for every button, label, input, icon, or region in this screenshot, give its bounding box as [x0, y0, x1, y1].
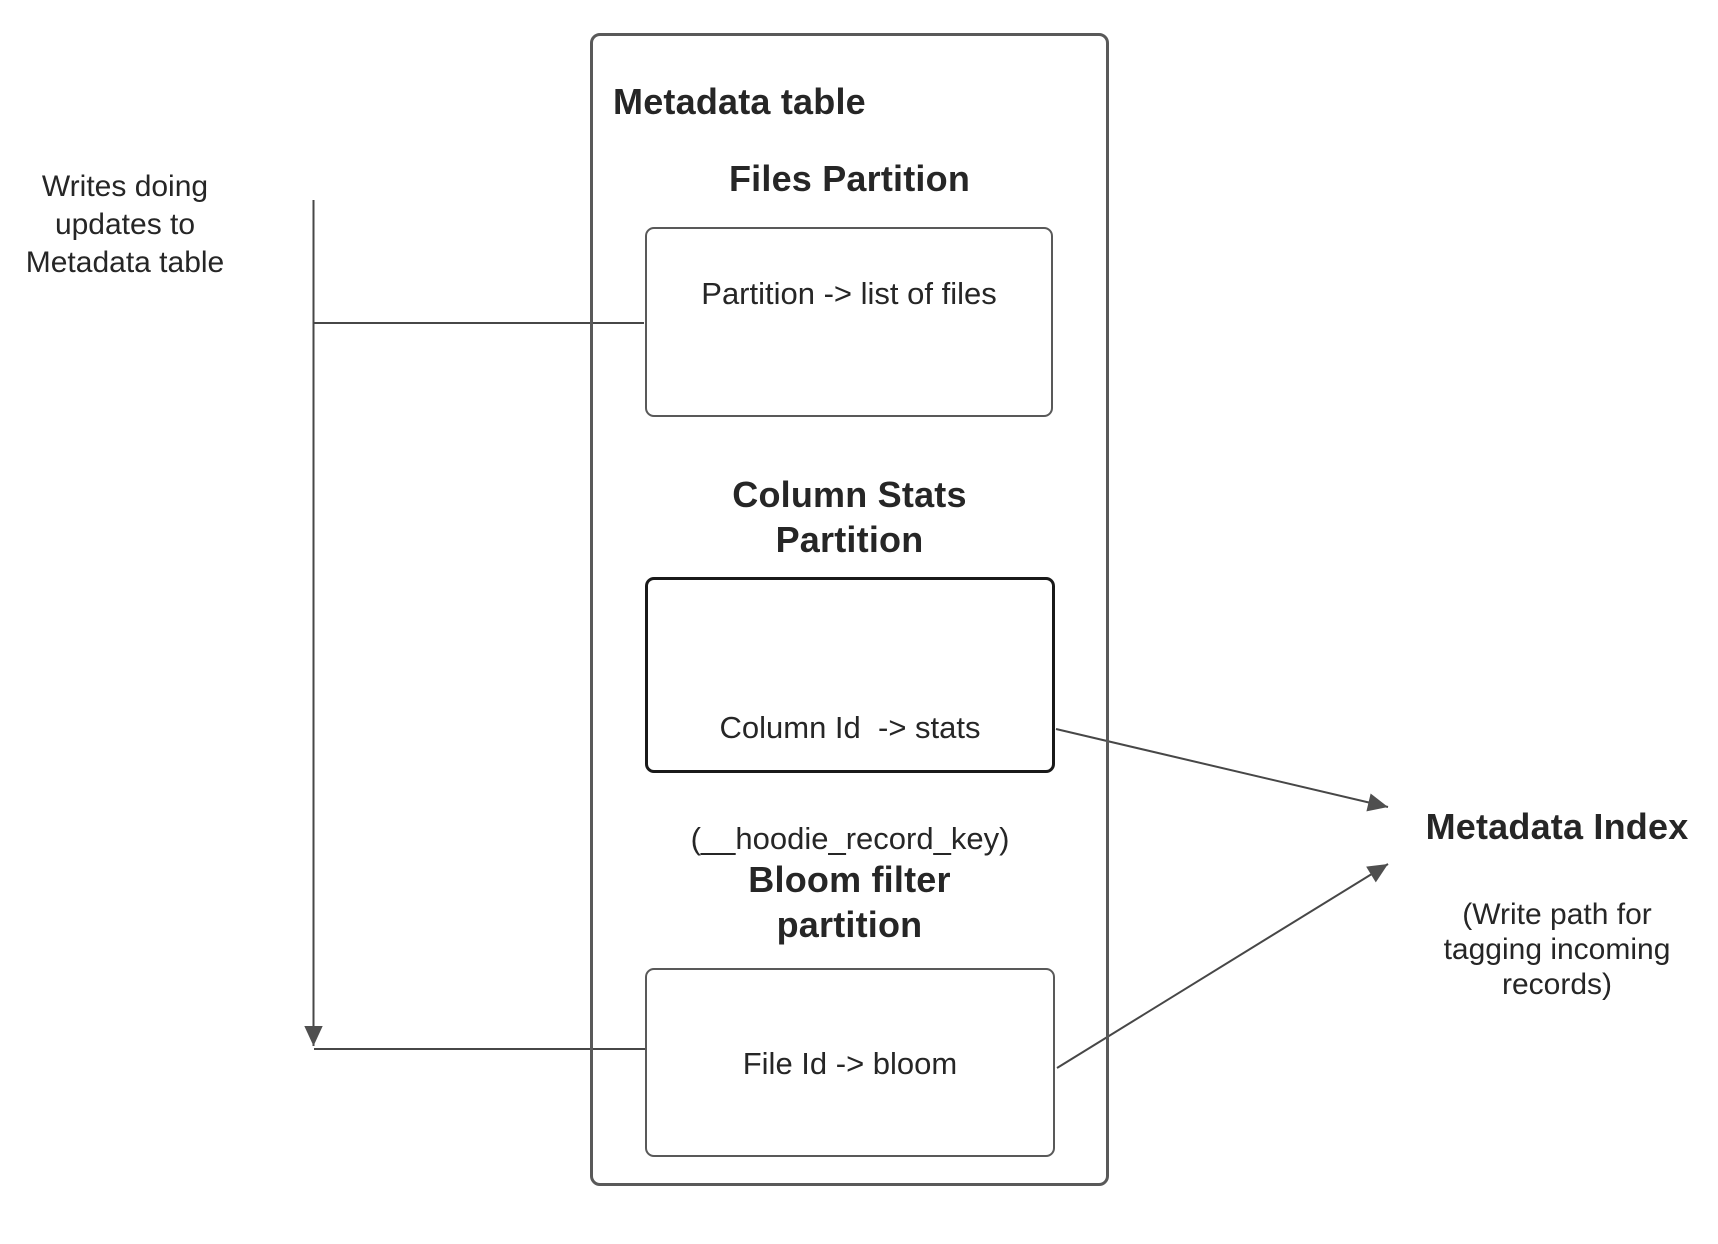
column-stats-heading-line: Column Stats: [732, 474, 967, 515]
metadata-index-title: Metadata Index: [1425, 806, 1689, 847]
column-stats-body: Column Id -> stats (__hoodie_record_key): [645, 635, 1055, 931]
bloom-filter-box: [645, 968, 1055, 1157]
files-partition-heading: Files Partition: [728, 158, 971, 199]
files-partition-box: [645, 227, 1053, 417]
metadata-index-note: (Write path for tagging incoming records…: [1390, 897, 1718, 1002]
bloom-filter-heading: Bloom filter partition: [590, 857, 1109, 947]
metadata-index-note-line: tagging incoming: [1443, 933, 1671, 966]
column-stats-body-line: Column Id -> stats: [719, 710, 981, 745]
metadata-index-note-line: records): [1501, 968, 1613, 1001]
metadata-index-note-line: (Write path for: [1462, 898, 1652, 931]
bloom-filter-heading-line: Bloom filter: [748, 859, 951, 900]
writes-note-line: Writes doing: [41, 170, 209, 203]
column-stats-heading: Column Stats Partition: [590, 472, 1109, 562]
column-stats-body-line: (__hoodie_record_key): [690, 821, 1010, 856]
files-partition-body: Partition -> list of files: [701, 276, 997, 311]
metadata-table-title: Metadata table: [613, 81, 866, 122]
writes-note-line: Metadata table: [25, 246, 225, 279]
metadata-table-container: [590, 33, 1109, 1186]
column-stats-heading-line: Partition: [775, 519, 924, 560]
writes-note-line: updates to: [54, 208, 196, 241]
column-stats-box: [645, 577, 1055, 773]
bloom-filter-heading-line: partition: [776, 904, 923, 945]
writes-note: Writes doing updates to Metadata table: [0, 168, 250, 282]
bloom-filter-body: File Id -> bloom: [742, 1046, 958, 1081]
